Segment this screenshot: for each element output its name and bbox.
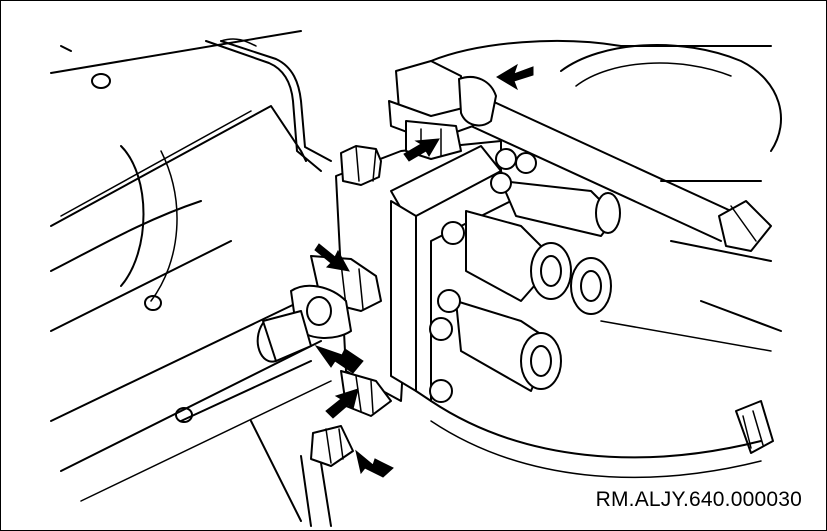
callout-arrow-left-upper	[314, 243, 350, 272]
return-pipe	[470, 95, 772, 252]
delivery-valves	[455, 180, 621, 392]
mounting-bracket	[205, 40, 332, 172]
flange-bolts	[429, 148, 537, 403]
engine-housing	[50, 30, 332, 502]
lower-fuel-fittings	[250, 370, 392, 527]
callout-arrow-lower-fitting	[325, 388, 359, 419]
top-banjo-fitting	[388, 60, 497, 160]
left-fuel-fitting	[256, 255, 382, 363]
reference-code: RM.ALJY.640.000030	[595, 488, 802, 511]
injection-pump-body	[335, 140, 512, 402]
callout-arrow-top-fitting	[496, 63, 534, 91]
callout-arrows	[314, 63, 534, 478]
callout-arrow-top-body	[403, 138, 440, 162]
callout-arrow-bottom-fitting	[355, 449, 394, 478]
top-bolt	[340, 145, 382, 186]
callout-arrow-left-middle	[314, 345, 364, 374]
background-components	[430, 40, 782, 479]
